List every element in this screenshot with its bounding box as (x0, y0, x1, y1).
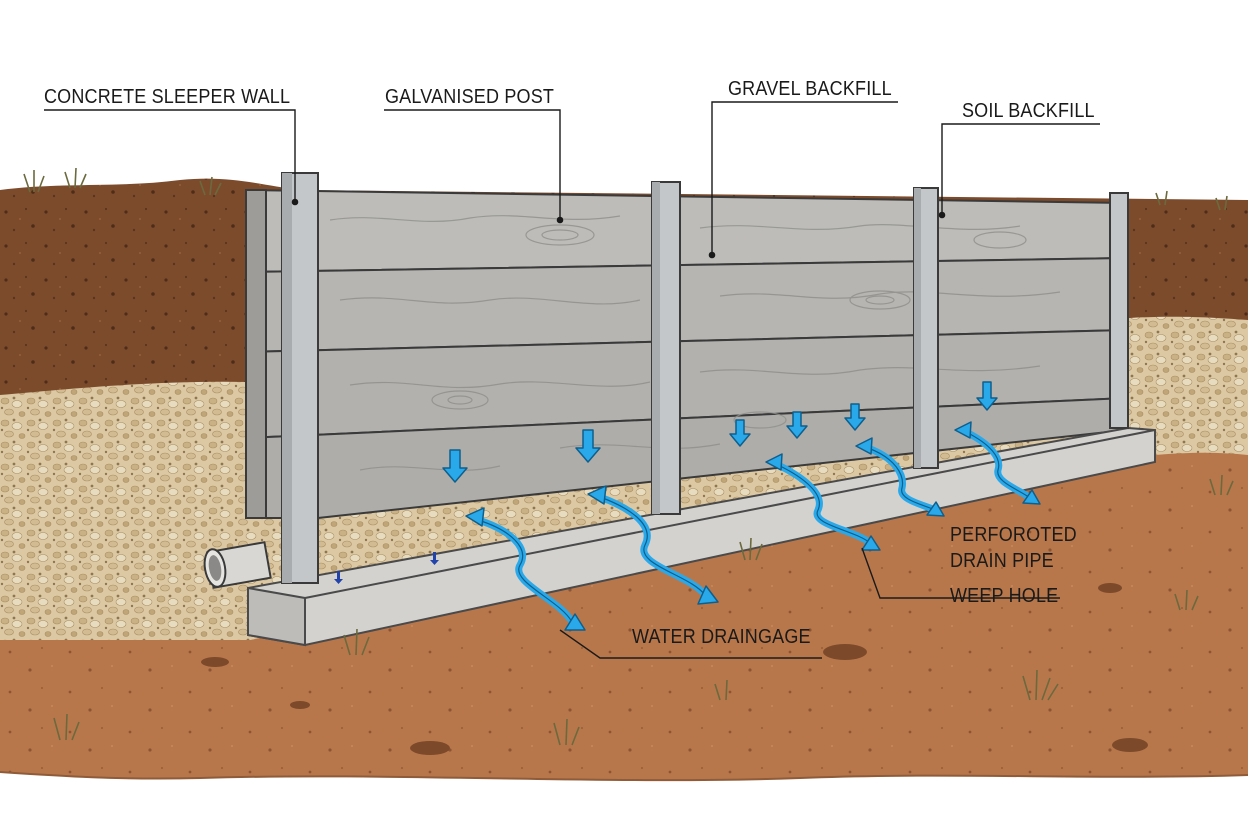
label-perforated-drain-pipe-line1: PERFOROTED (950, 524, 1077, 546)
grass-tufts (23, 167, 1234, 746)
ground-clumps (201, 583, 1148, 755)
label-leaders (44, 101, 1100, 659)
ground-soil (0, 452, 1248, 781)
galvanised-posts (281, 172, 1129, 584)
drain-pipe (203, 541, 272, 589)
label-concrete-sleeper-wall: CONCRETE SLEEPER WALL (44, 86, 291, 108)
label-galvanised-post: GALVANISED POST (385, 86, 555, 108)
label-water-drainage: WATER DRAINGAGE (632, 626, 811, 648)
water-drainage-arrows (334, 381, 1041, 631)
label-soil-backfill: SOIL BACKFILL (962, 100, 1095, 122)
label-gravel-backfill: GRAVEL BACKFILL (728, 78, 892, 100)
label-perforated-drain-pipe-line2: DRAIN PIPE (950, 550, 1054, 572)
label-weep-hole: WEEP HOLE (950, 585, 1059, 607)
